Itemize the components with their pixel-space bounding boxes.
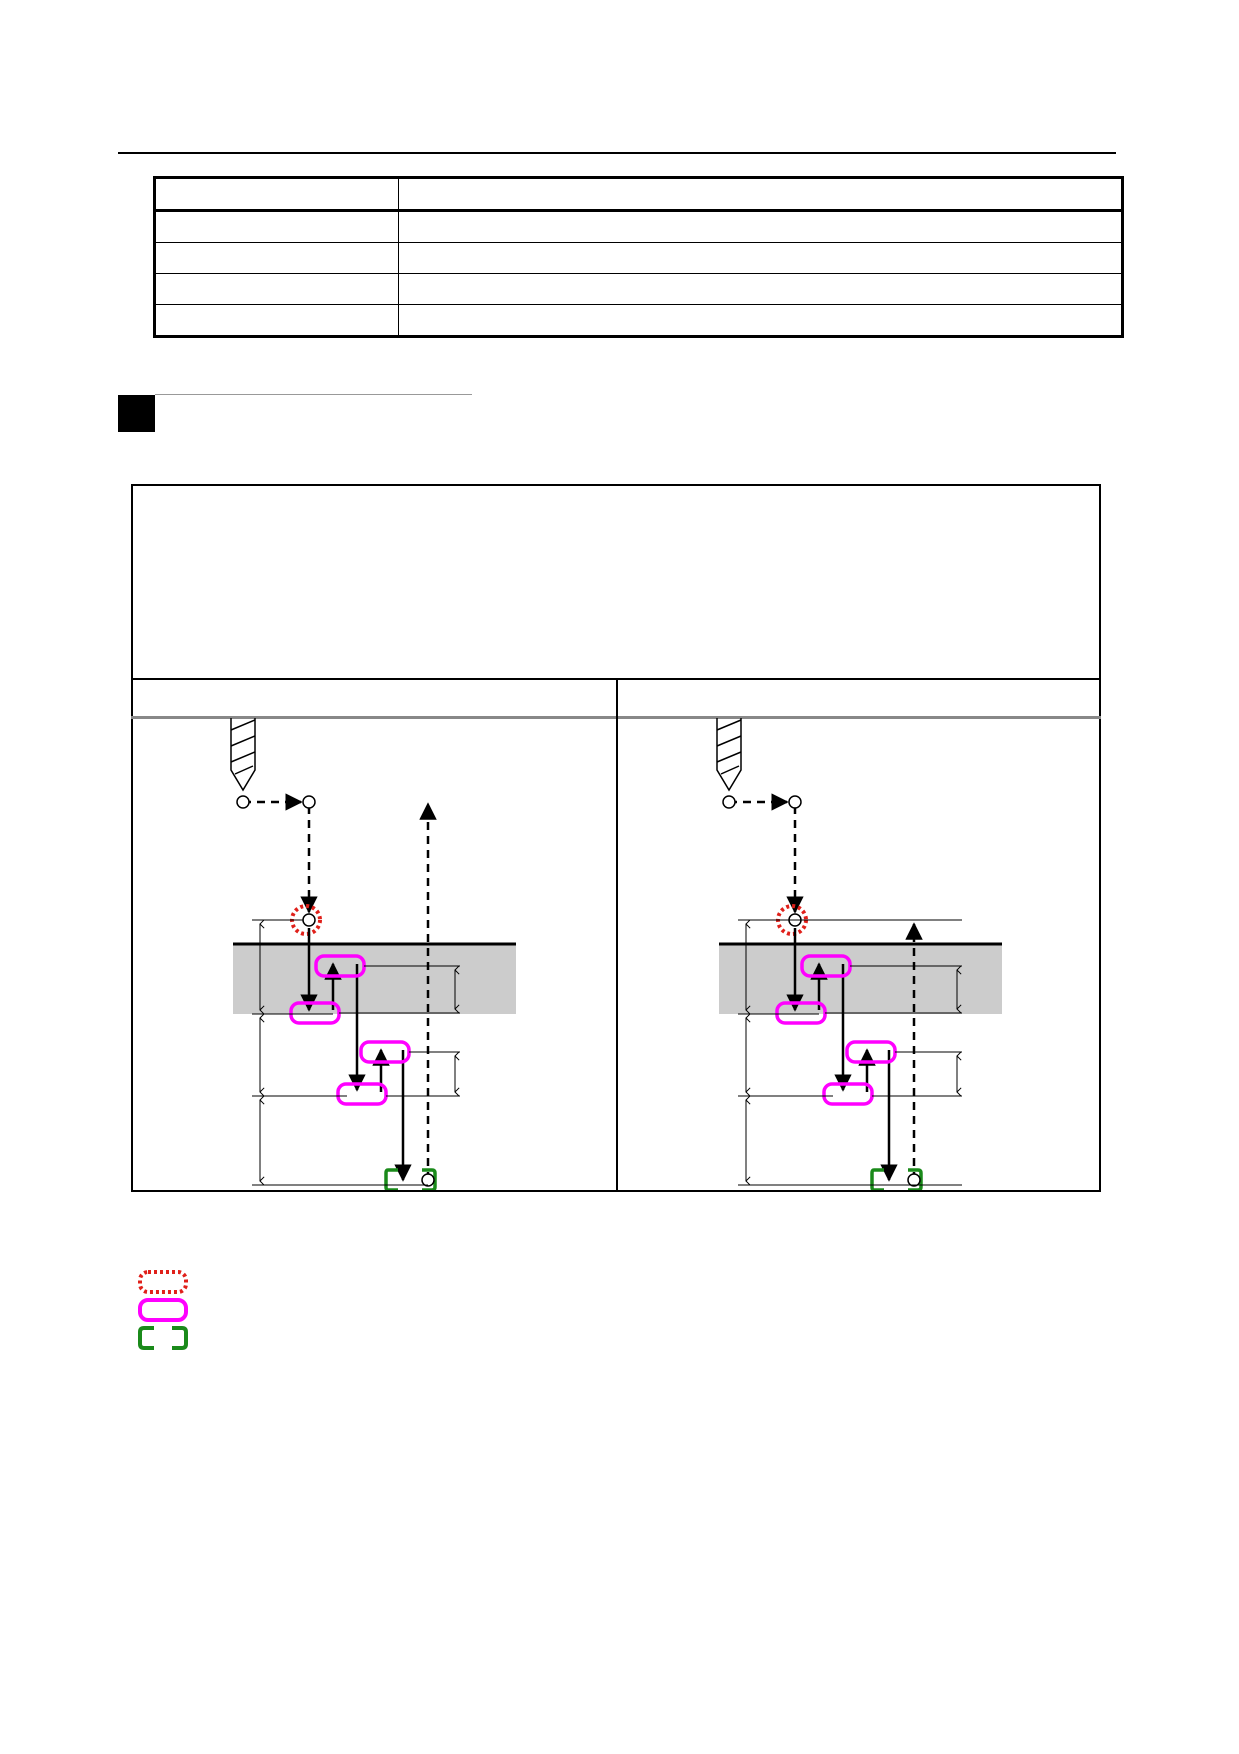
parameter-table [153,176,1124,338]
section-rule [155,394,472,395]
top-rule [118,152,1116,154]
table-row [154,273,1123,305]
table-cell [154,273,399,305]
table-cell [398,303,1123,338]
table-row [154,303,1123,338]
legend-magenta-icon [138,1298,188,1322]
table-header-cell [154,176,399,213]
table-cell [398,273,1123,305]
drill-tool-icon [716,718,742,792]
table-cell [398,210,1123,244]
z-point-marker [870,1168,884,1190]
figure-column-divider [616,678,618,1192]
workpiece [233,944,516,1014]
table-header-cell [398,176,1123,213]
table-header-row [154,176,1123,213]
drill-tool-icon [230,718,256,792]
table-row [154,210,1123,244]
z-point-marker [384,1168,398,1190]
peck-drilling-diagram [230,718,1002,1190]
table-cell [398,242,1123,275]
table-cell [154,303,399,338]
workpiece [719,944,1002,1014]
table-cell [154,242,399,275]
table-cell [154,210,399,244]
section-marker [118,395,155,432]
left-diagram [230,718,516,1190]
legend-symbols [138,1270,188,1350]
table-row [154,242,1123,275]
legend-green-bracket-icon [138,1326,188,1350]
legend-dotted-red-icon [138,1270,188,1294]
right-diagram [716,718,1002,1190]
